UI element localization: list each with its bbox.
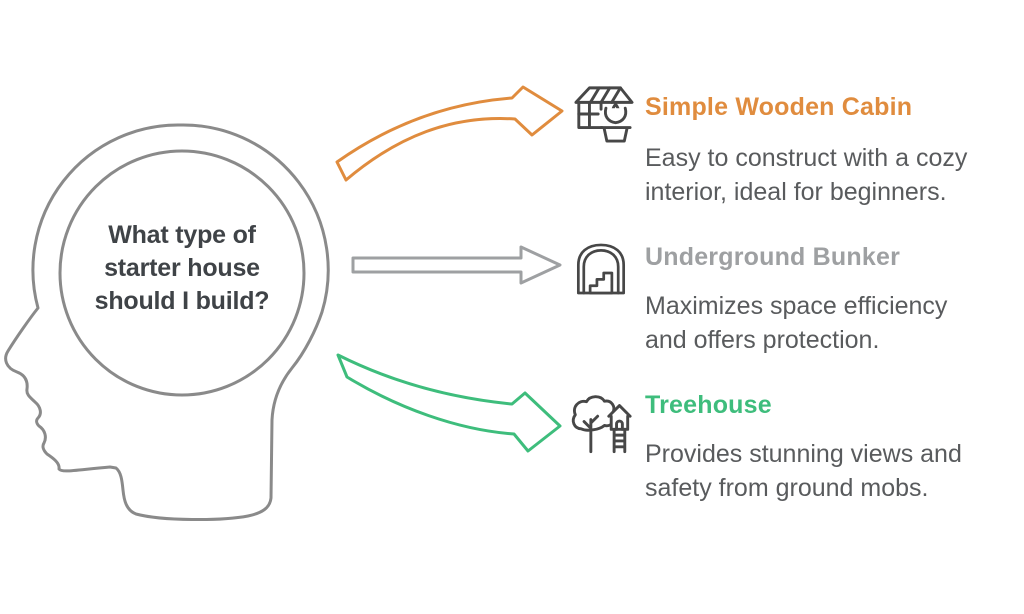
- option-desc-bunker: Maximizes space efficiency and offers pr…: [645, 289, 947, 357]
- desc-line: interior, ideal for beginners.: [645, 178, 947, 206]
- option-title-treehouse: Treehouse: [645, 391, 772, 419]
- greenhouse-cabin-icon: [574, 86, 634, 143]
- desc-line: Maximizes space efficiency: [645, 292, 948, 320]
- arrow-to-cabin: [335, 85, 564, 182]
- desc-line: Easy to construct with a cozy: [645, 144, 968, 172]
- treehouse-ladder-icon: [571, 395, 632, 454]
- desc-line: and offers protection.: [645, 326, 880, 354]
- question-text: What type of starter house should I buil…: [55, 219, 309, 318]
- question-line: starter house: [104, 254, 260, 282]
- arrow-to-treehouse: [336, 353, 562, 453]
- question-line: What type of: [108, 221, 256, 249]
- arrow-to-bunker: [351, 245, 562, 285]
- option-desc-cabin: Easy to construct with a cozy interior, …: [645, 141, 967, 209]
- bunker-arch-stairs-icon: [576, 243, 626, 295]
- desc-line: safety from ground mobs.: [645, 474, 929, 502]
- question-line: should I build?: [94, 287, 270, 315]
- thought-circle: [58, 149, 306, 397]
- desc-line: Provides stunning views and: [645, 440, 962, 468]
- head-profile-outline: [4, 123, 330, 522]
- option-title-cabin: Simple Wooden Cabin: [645, 93, 913, 121]
- option-title-bunker: Underground Bunker: [645, 243, 900, 271]
- option-desc-treehouse: Provides stunning views and safety from …: [645, 437, 962, 505]
